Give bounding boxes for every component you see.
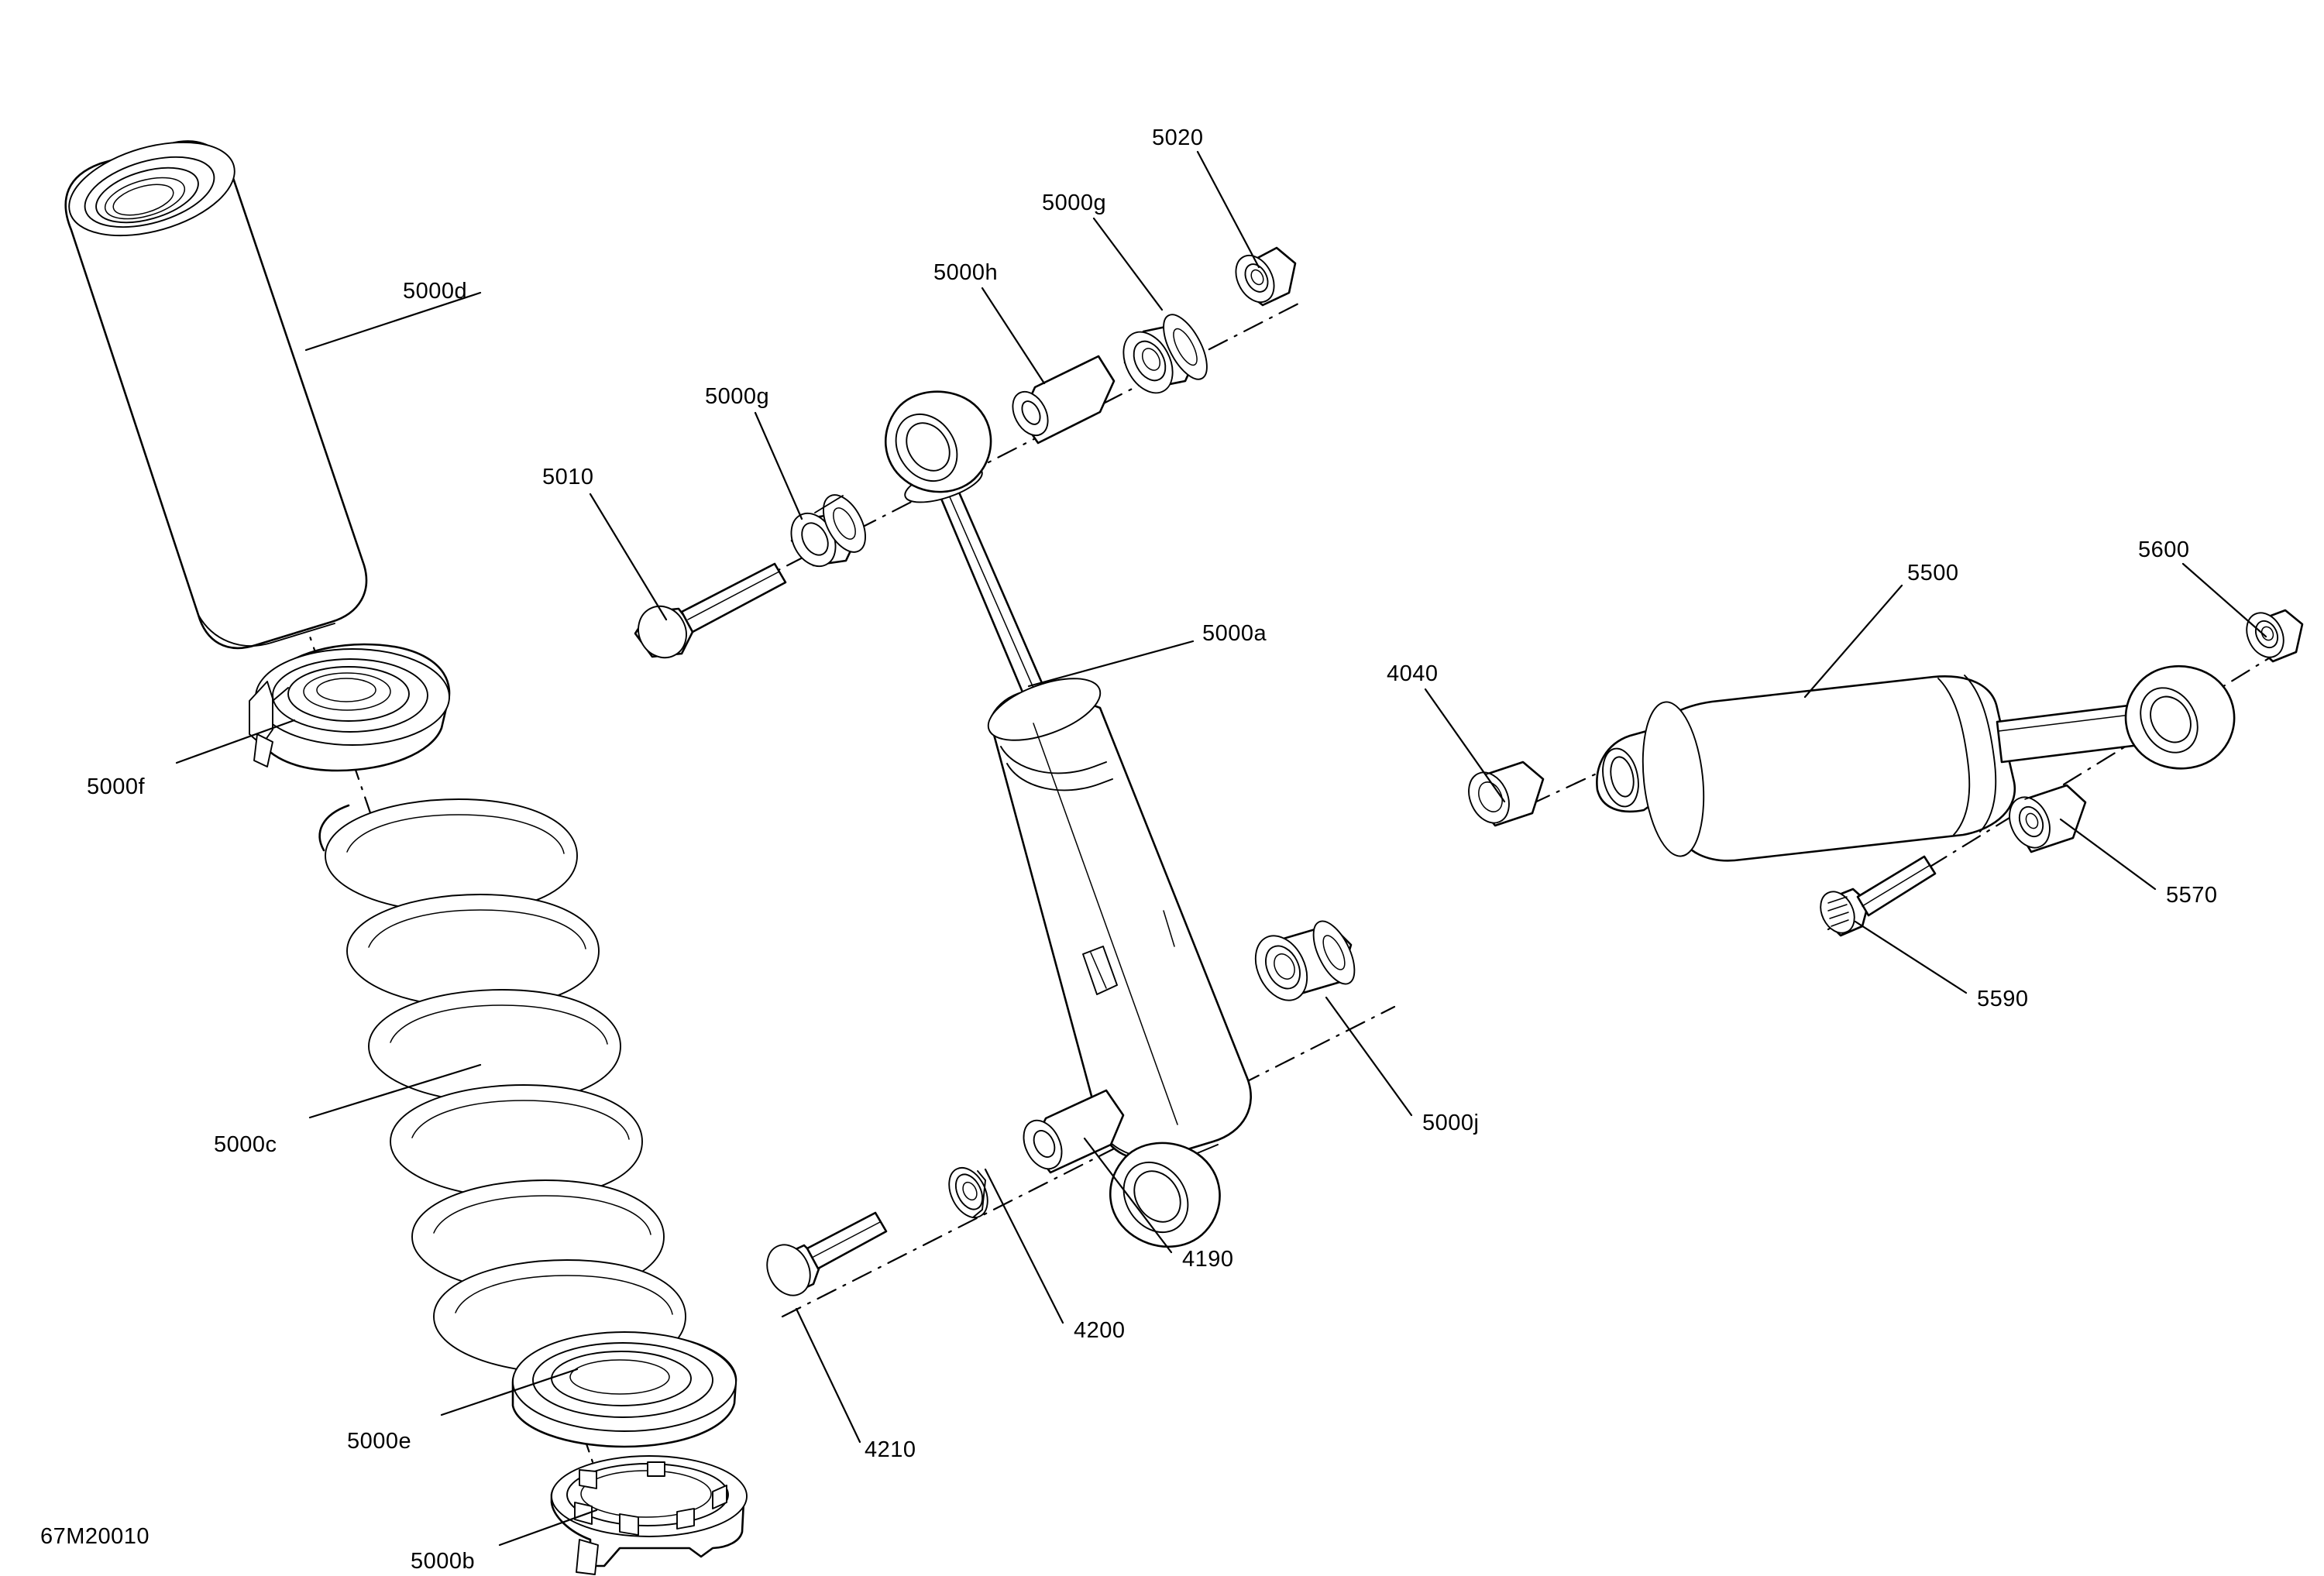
callout-5000g-left[interactable]: 5000g <box>705 384 770 409</box>
callout-4200[interactable]: 4200 <box>1074 1318 1126 1343</box>
part-upper-mount-bolt <box>634 562 787 659</box>
drawing-number: 67M20010 <box>40 1524 150 1549</box>
callout-4040[interactable]: 4040 <box>1387 661 1439 686</box>
callout-5590[interactable]: 5590 <box>1977 987 2029 1011</box>
callout-4190[interactable]: 4190 <box>1182 1247 1234 1272</box>
part-lower-mount-bolt <box>766 1211 888 1296</box>
part-right-mount-bolt <box>1820 855 1937 937</box>
part-right-mount-nut <box>2246 609 2304 663</box>
part-lower-inner-sleeve <box>1023 1089 1125 1174</box>
callout-5000d[interactable]: 5000d <box>403 279 468 304</box>
callout-5500[interactable]: 5500 <box>1907 561 1959 585</box>
leader-lines <box>175 150 2267 1547</box>
callout-5000e[interactable]: 5000e <box>347 1429 412 1454</box>
part-lower-washer <box>948 1167 988 1218</box>
callout-5020[interactable]: 5020 <box>1152 125 1204 150</box>
callout-5000h[interactable]: 5000h <box>933 260 999 285</box>
callout-5000j[interactable]: 5000j <box>1422 1111 1480 1135</box>
part-lower-spring-seat <box>511 1331 737 1448</box>
callout-5000a[interactable]: 5000a <box>1202 621 1267 646</box>
part-air-shock-body <box>1596 665 2236 862</box>
part-left-sleeve-bushing <box>1468 761 1545 827</box>
part-lower-spring-mount <box>550 1455 748 1575</box>
callout-5000g-right[interactable]: 5000g <box>1042 191 1107 215</box>
part-dust-cover-boot <box>64 140 368 650</box>
part-flanged-bushing-left <box>790 494 866 567</box>
part-right-sleeve-bushing <box>2009 784 2087 853</box>
part-flanged-bushing-right <box>1122 314 1208 394</box>
part-upper-spring-seat <box>249 643 451 772</box>
part-lower-flanged-bushing <box>1254 920 1356 1001</box>
part-upper-mount-nut <box>1235 246 1297 307</box>
callout-5000c[interactable]: 5000c <box>214 1132 277 1157</box>
part-shock-absorber <box>884 390 1252 1248</box>
callout-5000b[interactable]: 5000b <box>411 1549 476 1574</box>
callout-5600[interactable]: 5600 <box>2138 537 2190 562</box>
callout-4210[interactable]: 4210 <box>865 1437 916 1462</box>
part-inner-sleeve <box>1012 355 1116 445</box>
callout-5000f[interactable]: 5000f <box>87 774 146 799</box>
part-coil-spring <box>318 798 686 1374</box>
callout-5010[interactable]: 5010 <box>542 465 594 489</box>
callout-5570[interactable]: 5570 <box>2166 883 2218 908</box>
